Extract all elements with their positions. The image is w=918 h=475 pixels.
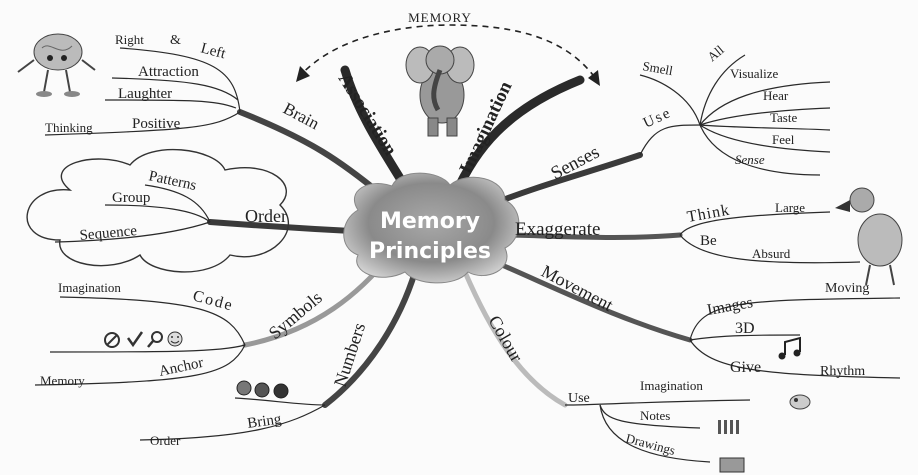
senses-sub-hear: Hear <box>763 88 789 103</box>
colour-sub-imagination: Imagination <box>640 378 703 393</box>
movement-sub-3d: 3D <box>735 320 755 337</box>
association-label: Association <box>334 70 401 160</box>
elephant-character <box>406 46 474 136</box>
brain-sub-right: Right <box>115 32 144 47</box>
senses-sub-smell: Smell <box>641 58 674 78</box>
exaggerate-sub-large: Large <box>775 200 805 215</box>
exaggerate-sub-be: Be <box>700 233 717 249</box>
numbers-sub-order: Order <box>150 433 181 448</box>
magnifier-icon <box>148 332 162 347</box>
brain-sub-laughter: Laughter <box>118 86 172 102</box>
exaggerate-label: Exaggerate <box>515 219 600 240</box>
brain-sub-left: Left <box>199 40 228 62</box>
memory-caption: MEMORY <box>408 10 472 25</box>
colour-sub-notes: Notes <box>640 408 670 423</box>
order-sub-sequence: Sequence <box>79 223 138 244</box>
colour-sub-use: Use <box>568 391 590 406</box>
pencils-icon <box>718 420 739 434</box>
brain-sub-positive: Positive <box>132 116 181 132</box>
colour-label: Colour <box>485 312 527 365</box>
movement-sub-rhythm: Rhythm <box>820 364 865 379</box>
brain-label: Brain <box>280 99 323 134</box>
checkmark-icon <box>128 332 142 345</box>
number-ball-icon <box>274 384 288 398</box>
no-sign-icon <box>105 333 119 347</box>
number-ball-icon <box>237 381 251 395</box>
center-title-line1: Memory <box>380 209 480 234</box>
music-notes-icon <box>779 338 801 360</box>
order-sub-patterns: Patterns <box>147 168 198 194</box>
dodo-bird-character <box>835 188 902 285</box>
exaggerate-sub-think: Think <box>686 202 732 226</box>
brain-sub-amp: & <box>170 33 181 48</box>
movement-sub-images: Images <box>706 294 754 319</box>
colour-sub-drawings: Drawings <box>624 430 677 458</box>
number-balls-row <box>237 381 288 398</box>
picture-icon <box>720 458 744 472</box>
palette-icon <box>790 395 810 409</box>
numbers-label: Numbers <box>330 320 369 389</box>
senses-sub-sense: Sense <box>735 152 765 167</box>
smiley-icon <box>168 332 182 346</box>
symbols-sub-anchor: Anchor <box>158 355 205 380</box>
brain-sub-attraction: Attraction <box>138 64 199 80</box>
senses-sub-feel: Feel <box>772 132 795 147</box>
senses-sub-all: All <box>704 42 727 64</box>
movement-sub-give: Give <box>730 359 761 376</box>
symbols-sub-code: Code <box>191 287 236 314</box>
center-title-line2: Principles <box>369 239 491 264</box>
symbols-sub-memory: Memory <box>40 373 85 388</box>
senses-sub-taste: Taste <box>770 110 797 125</box>
movement-sub-moving: Moving <box>825 281 869 296</box>
order-sub-group: Group <box>112 190 150 206</box>
thinking-brain-character <box>18 34 95 97</box>
number-ball-icon <box>255 383 269 397</box>
brain-sub-thinking: Thinking <box>45 120 93 135</box>
symbol-icons-row <box>105 332 182 347</box>
senses-sub-visualize: Visualize <box>730 66 779 81</box>
exaggerate-sub-absurd: Absurd <box>752 246 791 261</box>
symbols-label: Symbols <box>265 287 326 343</box>
numbers-sub-bring: Bring <box>246 411 283 432</box>
order-label: Order <box>245 206 287 226</box>
symbols-sub-imagination: Imagination <box>58 280 121 295</box>
